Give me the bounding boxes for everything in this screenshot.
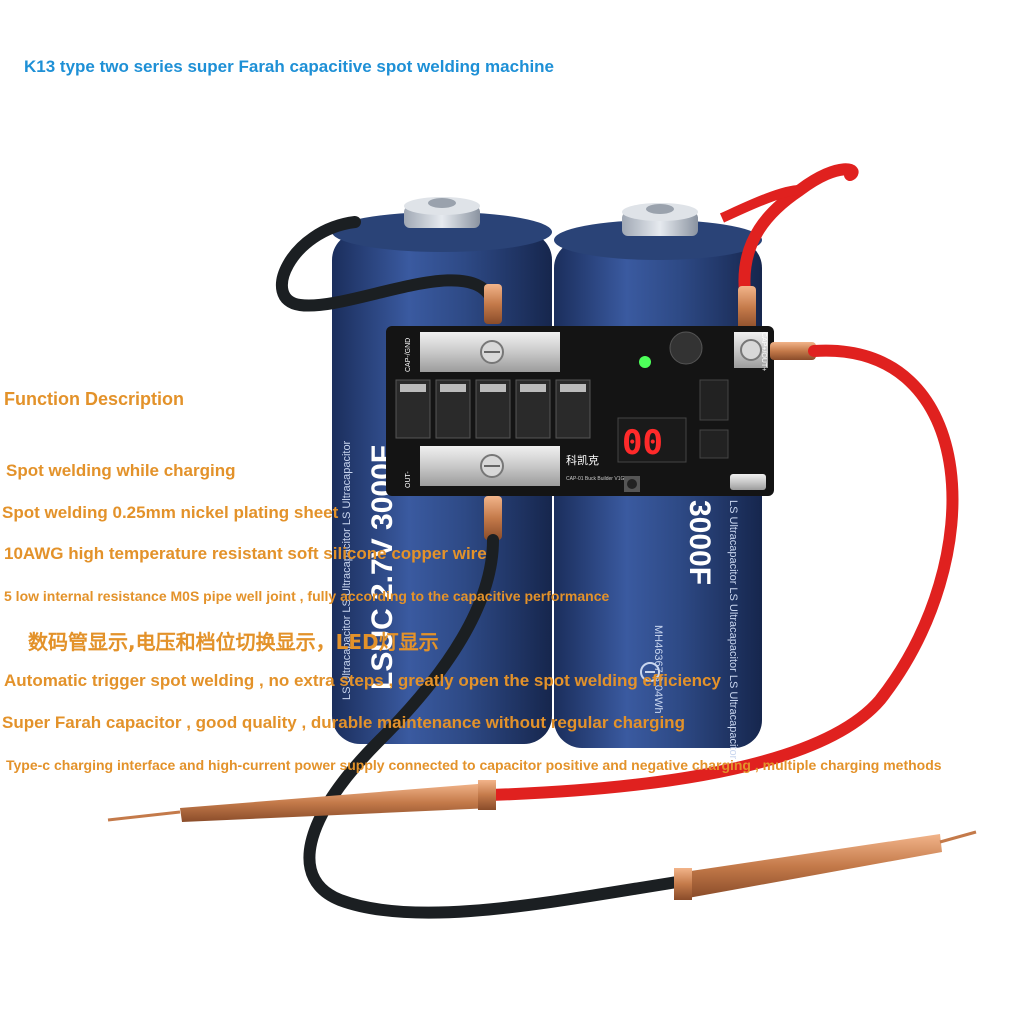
red-main-lug — [770, 342, 816, 360]
board-out-label: OUT- — [405, 471, 412, 488]
svg-text:LS Ultracapacitor LS Ultraca: LS Ultracapacitor LS Ultracapacitor LS U… — [341, 440, 353, 700]
feature-item: 数码管显示,电压和档位切换显示，LED灯显示 — [28, 630, 439, 654]
red-top-lug — [738, 286, 756, 330]
black-main-wire — [303, 534, 696, 919]
board-brand: 科凯克 — [566, 453, 599, 467]
welding-pen-black — [674, 830, 977, 900]
feature-item: Super Farah capacitor , good quality , d… — [2, 713, 685, 732]
feature-item: Spot welding 0.25mm nickel plating sheet — [2, 503, 339, 522]
feature-item: Type-c charging interface and high-curre… — [6, 757, 942, 773]
black-jumper-wire — [276, 216, 498, 312]
jumper-copper-lug — [484, 284, 502, 324]
black-bottom-lug — [484, 496, 502, 540]
svg-text:3000F: 3000F — [683, 500, 716, 585]
board-right-label: CAP+/OUT+ — [760, 332, 767, 371]
spot-welder-board — [386, 326, 774, 496]
feature-item: 5 low internal resistance M0S pipe well … — [4, 588, 610, 604]
feature-item: Automatic trigger spot welding , no extr… — [4, 671, 721, 690]
feature-item: Spot welding while charging — [6, 461, 236, 480]
welding-pen-red — [107, 780, 496, 822]
function-heading: Function Description — [4, 389, 184, 409]
board-subtext: CAP-01 Buck Builder V1G — [566, 476, 624, 482]
feature-item: 10AWG high temperature resistant soft si… — [4, 544, 487, 563]
board-display-digits: 00 — [622, 423, 663, 463]
svg-text:LS Ultracapacitor LS Ultraca: LS Ultracapacitor LS Ultracapacitor LS U… — [727, 500, 739, 760]
red-main-wire — [484, 344, 959, 801]
board-in-label: CAP-/GND — [405, 338, 412, 372]
page-title: K13 type two series super Farah capaciti… — [24, 57, 555, 76]
